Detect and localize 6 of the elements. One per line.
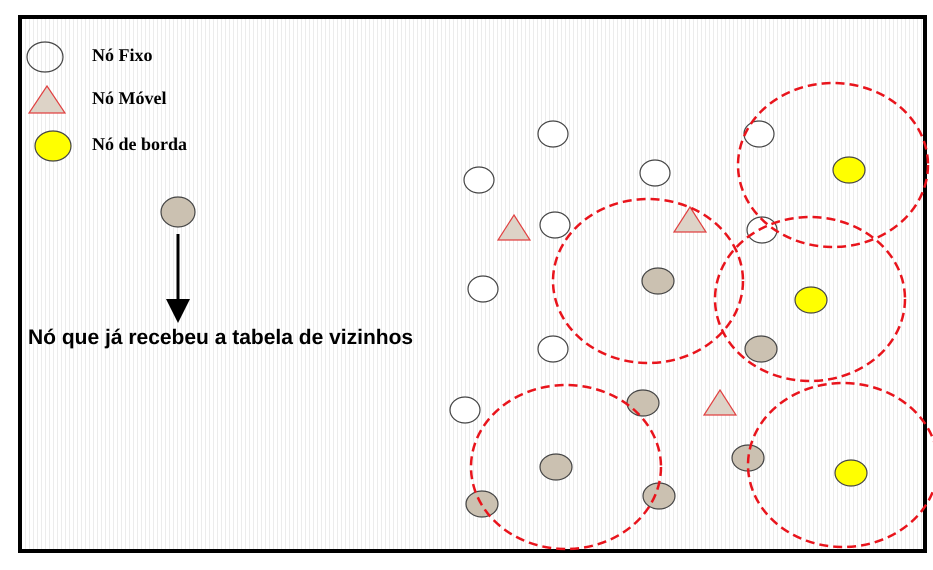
node-caption: Nó que já recebeu a tabela de vizinhos: [28, 326, 414, 350]
node-circle: [160, 196, 196, 228]
legend-label: Nó de borda: [92, 134, 188, 155]
legend-label: Nó Fixo: [92, 45, 152, 66]
legend-label: Nó Móvel: [92, 88, 166, 109]
arrow: [166, 234, 190, 323]
